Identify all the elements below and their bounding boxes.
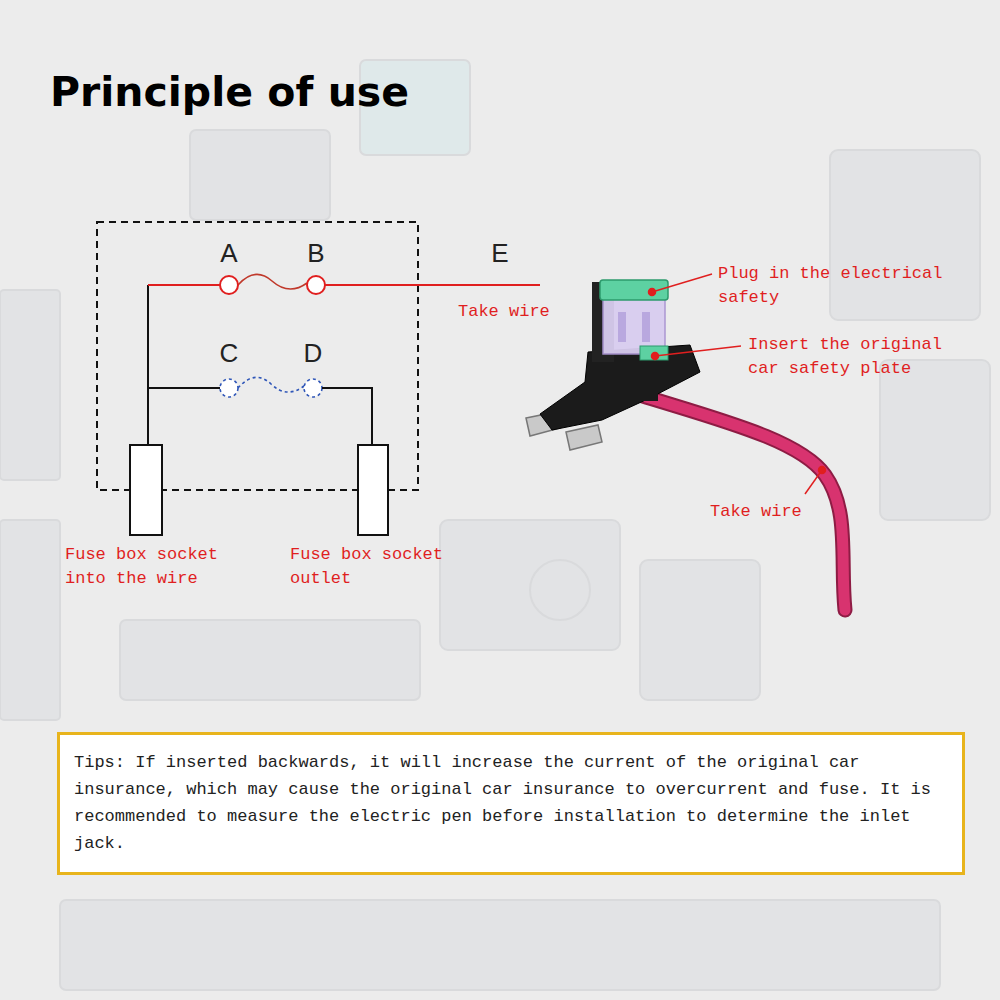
title: Principle of use xyxy=(50,68,409,116)
fuse-symbol xyxy=(238,377,304,392)
engine-bay-shapes xyxy=(0,60,990,990)
terminal-letter: B xyxy=(301,238,331,268)
tip-text: Tips: If inserted backwards, it will inc… xyxy=(74,749,948,857)
terminal xyxy=(304,379,322,397)
wire xyxy=(325,284,540,286)
socket-label: Fuse box socket outlet xyxy=(290,543,465,591)
callout-label: Plug in the electrical safety xyxy=(718,262,963,310)
terminal xyxy=(307,276,325,294)
socket xyxy=(358,445,388,535)
socket xyxy=(130,445,162,535)
wire xyxy=(147,285,149,445)
socket-label: Fuse box socket into the wire xyxy=(65,543,240,591)
wire xyxy=(148,284,220,286)
terminal-letter: D xyxy=(298,338,328,368)
terminal xyxy=(220,379,238,397)
fuse-tap xyxy=(526,280,845,610)
callout-label: Take wire xyxy=(710,500,820,524)
fuse-symbol xyxy=(238,274,307,289)
tips-box: Tips: If inserted backwards, it will inc… xyxy=(57,732,965,875)
terminal xyxy=(220,276,238,294)
wire xyxy=(148,387,220,389)
wire xyxy=(322,388,372,445)
wire-letter: E xyxy=(485,238,515,268)
callout-label: Insert the original car safety plate xyxy=(748,333,963,381)
callout-label: Take wire xyxy=(458,300,578,324)
terminal-letter: A xyxy=(214,238,244,268)
terminal-letter: C xyxy=(214,338,244,368)
